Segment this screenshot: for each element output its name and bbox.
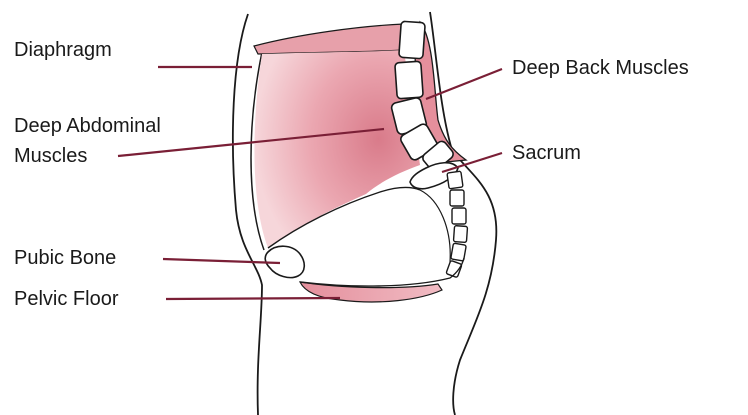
label-pubic-bone: Pubic Bone: [14, 246, 116, 270]
leader-pelvic-floor: [166, 298, 340, 299]
pelvic-back-line: [420, 190, 450, 262]
label-pelvic-floor: Pelvic Floor: [14, 287, 118, 311]
leader-pubic-bone: [163, 259, 280, 263]
label-deep-abdominal-line2: Muscles: [14, 144, 87, 168]
diaphragm-muscle: [254, 24, 404, 54]
pelvic-floor-line: [300, 258, 464, 286]
label-deep-abdominal-line1: Deep Abdominal: [14, 114, 161, 138]
coccyx-segments: [446, 171, 468, 278]
label-diaphragm: Diaphragm: [14, 38, 112, 62]
label-sacrum: Sacrum: [512, 141, 581, 165]
label-deep-back-muscles: Deep Back Muscles: [512, 56, 689, 80]
